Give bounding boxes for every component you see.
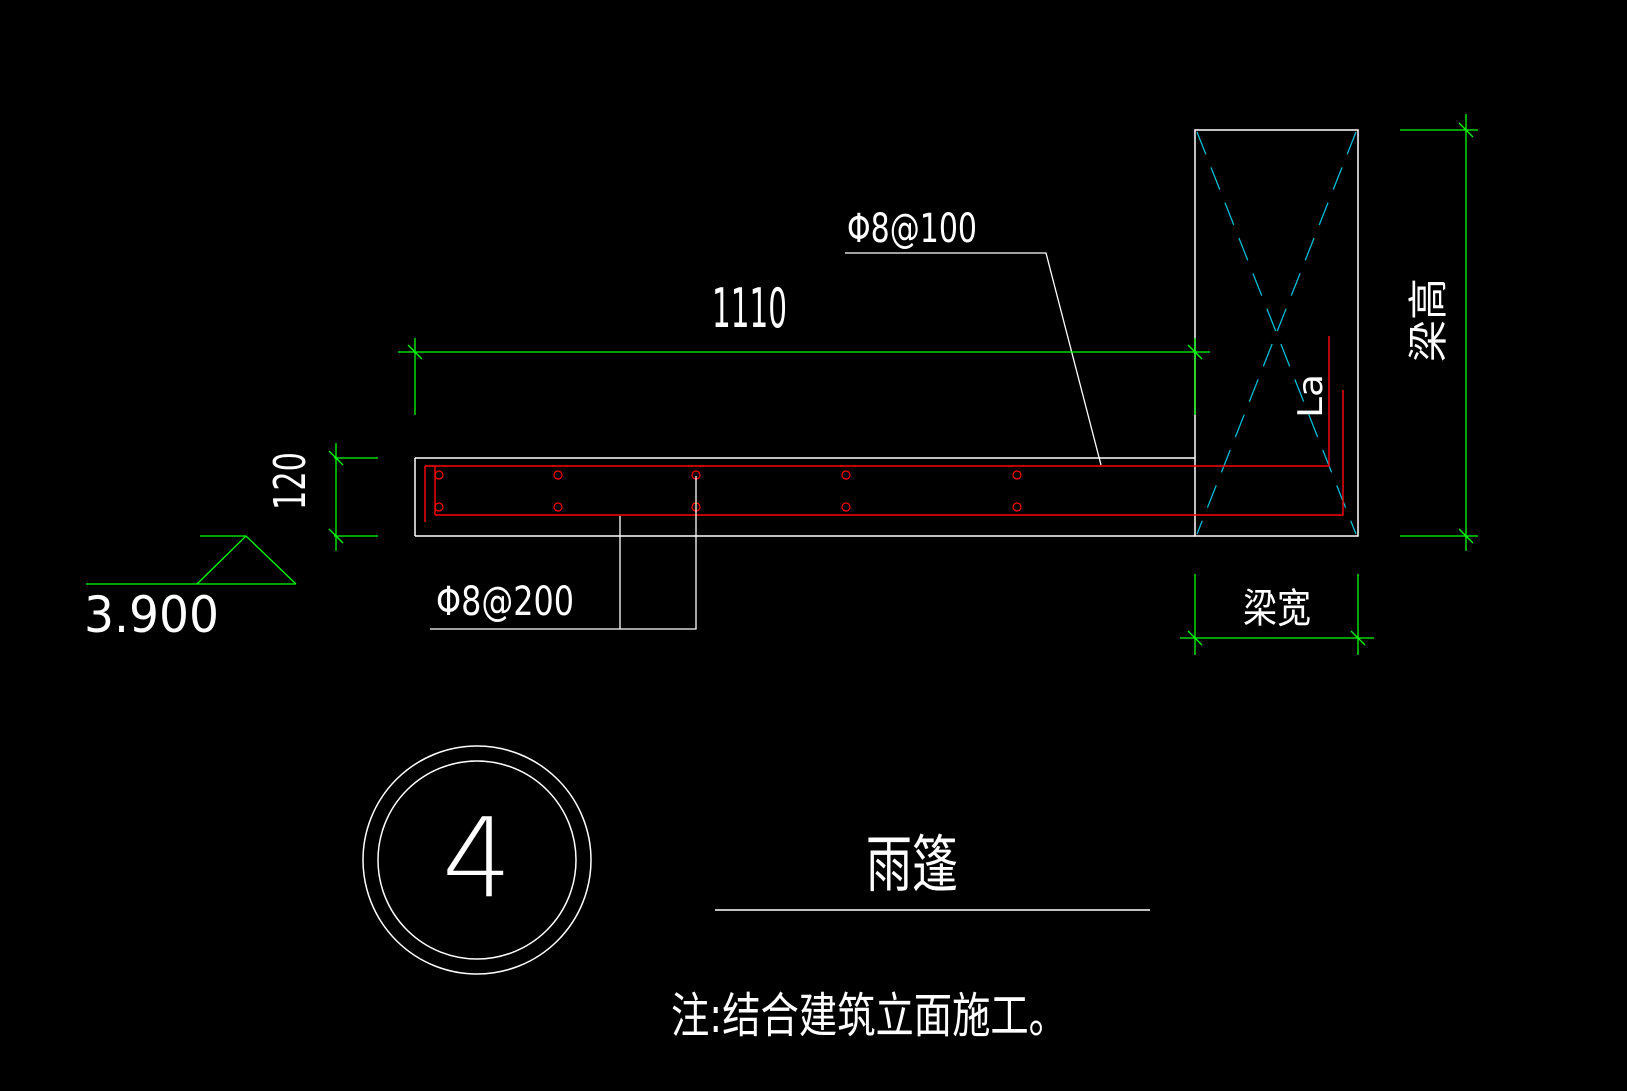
beam-section: [1194, 129, 1359, 537]
slab-outline: [414, 457, 1195, 537]
leader-lines: [430, 252, 1102, 630]
callout-outer-circle: [362, 745, 592, 975]
bottom-rebar-label: Φ8@200: [436, 579, 574, 625]
rebar-dot: [553, 502, 563, 512]
rebar-dot: [841, 470, 851, 480]
dimension-lines: [86, 114, 1478, 655]
elevation-label: 3.900: [84, 586, 219, 644]
top-rebar-label: Φ8@100: [847, 206, 977, 252]
drawing-title: 雨篷: [866, 828, 958, 901]
beam-hidden-lines: [1196, 131, 1357, 535]
beam-width-label: 梁宽: [1243, 586, 1311, 632]
rebar-dot: [553, 470, 563, 480]
detail-number: 4: [442, 794, 512, 922]
detail-callout: [362, 745, 592, 975]
distribution-bars: [434, 470, 1022, 512]
thickness-dimension-label: 120: [265, 452, 316, 510]
rebar-dot: [1012, 502, 1022, 512]
callout-inner-circle: [377, 760, 577, 960]
rebar-lines: [424, 336, 1344, 522]
rebar-dot: [434, 470, 444, 480]
anchorage-label: La: [1291, 374, 1331, 418]
rebar-dot: [434, 502, 444, 512]
rebar-dot: [841, 502, 851, 512]
span-dimension-label: 1110: [712, 277, 787, 340]
rebar-dot: [1012, 470, 1022, 480]
construction-note: 注:结合建筑立面施工。: [671, 988, 1067, 1044]
beam-height-label: 梁高: [1406, 278, 1452, 362]
